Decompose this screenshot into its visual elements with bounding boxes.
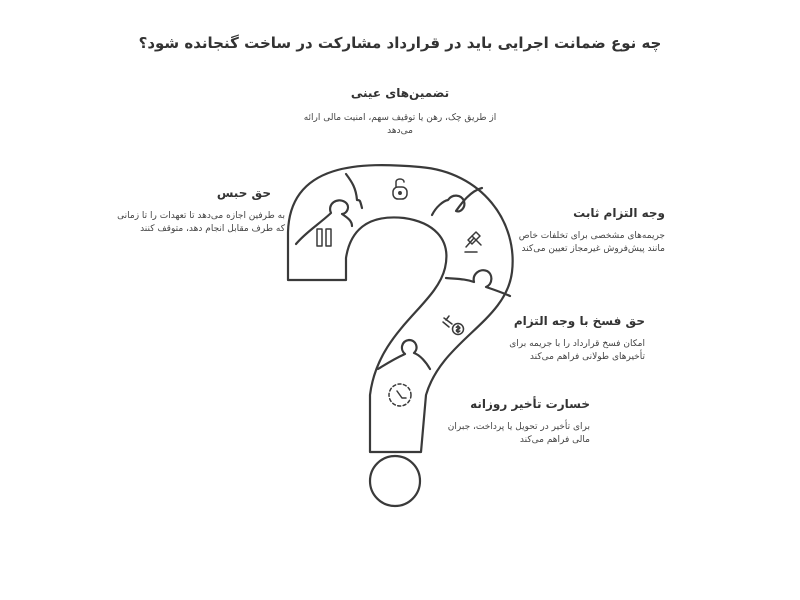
seam-1 <box>294 199 354 246</box>
item-title: وجه التزام ثابت <box>573 206 665 220</box>
item-description: از طریق چک، رهن یا توقیف سهم، امنیت مالی… <box>303 113 497 136</box>
gavel-icon <box>464 231 482 253</box>
clock-icon <box>388 383 412 407</box>
item-title: حق حبس <box>216 186 271 200</box>
diagram-title: چه نوع ضمانت اجرایی باید در قرارداد مشار… <box>138 34 662 52</box>
item-termination-right: حق فسخ با وجه التزام امکان فسخ قرارداد ر… <box>490 314 645 364</box>
item-description: امکان فسخ قرارداد را با جریمه برای تأخیر… <box>509 339 645 362</box>
question-mark-dot <box>368 454 422 508</box>
broken-money-icon <box>442 315 465 336</box>
item-right-of-retention: حق حبس به طرفین اجازه می‌دهد تا تعهدات ر… <box>115 186 285 236</box>
seam-2 <box>344 172 364 210</box>
seam-5 <box>376 338 432 371</box>
question-mark-outline <box>286 164 514 454</box>
item-description: به طرفین اجازه می‌دهد تا تعهدات را تا زم… <box>117 211 285 234</box>
lock-icon <box>392 178 408 200</box>
item-description: برای تأخیر در تحویل یا پرداخت، جبران مال… <box>447 422 590 445</box>
seam-3 <box>430 186 484 217</box>
item-title: تضمین‌های عینی <box>350 86 450 100</box>
item-title: خسارت تأخیر روزانه <box>470 397 590 411</box>
item-description: جریمه‌های مشخصی برای تخلفات خاص مانند پی… <box>518 231 665 254</box>
item-daily-delay-damages: خسارت تأخیر روزانه برای تأخیر در تحویل ی… <box>440 397 590 447</box>
item-objective-guarantees: تضمین‌های عینی از طریق چک، رهن یا توقیف … <box>300 86 500 138</box>
item-title: حق فسخ با وجه التزام <box>513 314 645 328</box>
item-fixed-penalty: وجه التزام ثابت جریمه‌های مشخصی برای تخل… <box>500 206 665 256</box>
seam-4 <box>444 269 512 298</box>
pause-icon <box>316 228 332 247</box>
